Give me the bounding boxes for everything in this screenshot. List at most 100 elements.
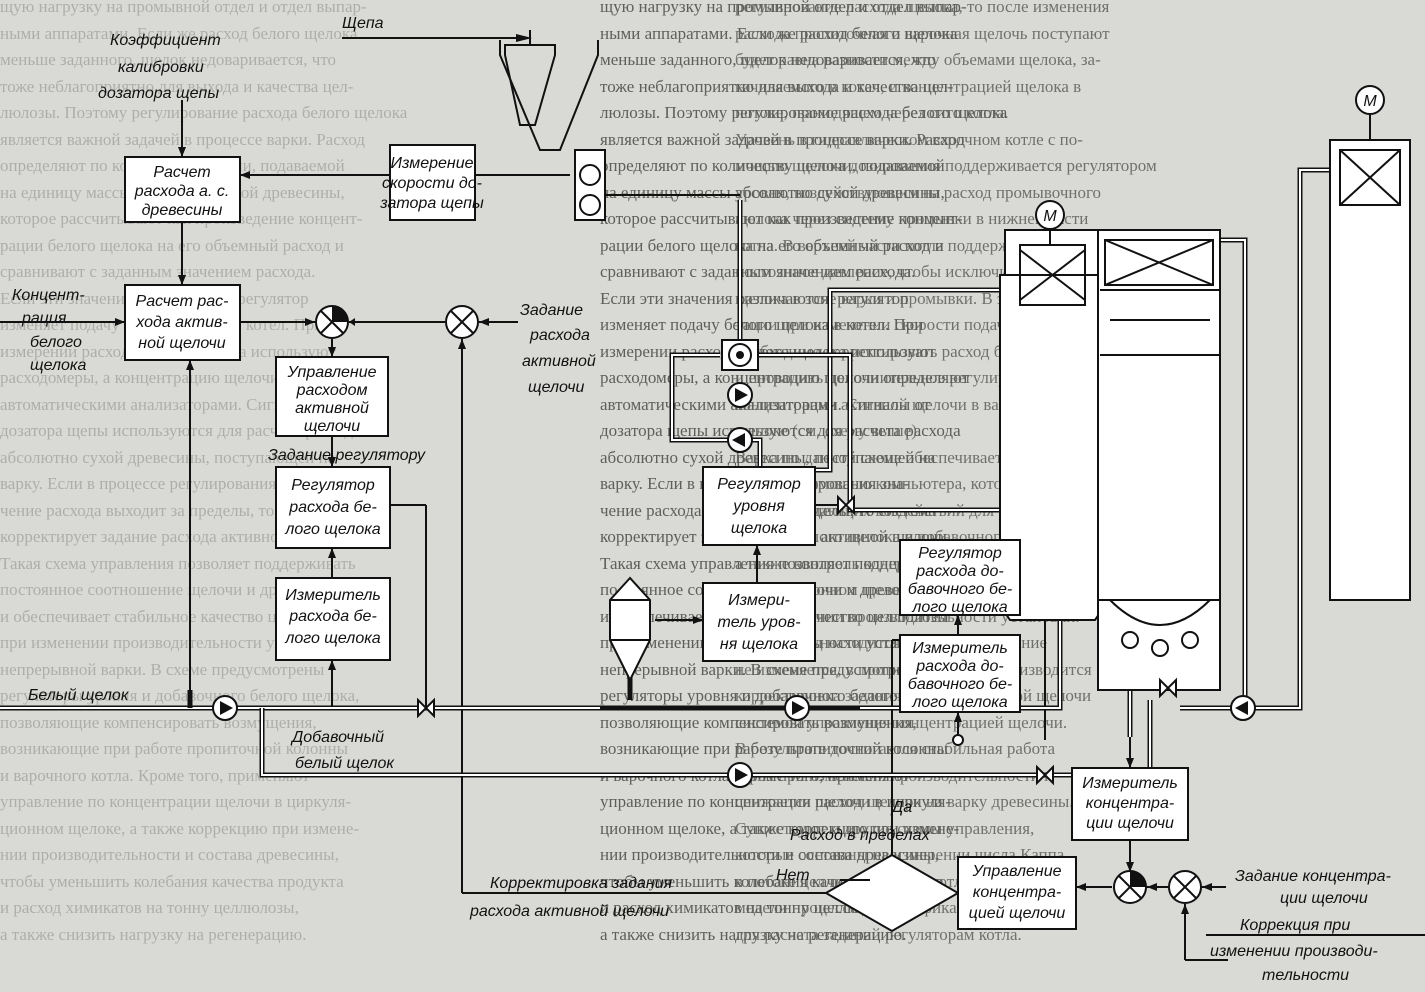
label-wl-conc: Концент- <box>12 287 85 304</box>
block-add-regulator-line: лого щелока <box>911 599 1007 616</box>
block-wl-meter-line: Измеритель <box>285 587 381 604</box>
comparator-icon <box>1168 870 1202 904</box>
background-text-line: тоже неблагоприятно для выхода и качеств… <box>600 76 954 96</box>
block-calc-active-line: ной щелочи <box>138 335 226 352</box>
background-text-line: позволяющие компенсировать возмущения, <box>0 712 317 732</box>
label-production-correction: Коррекция при <box>1240 917 1350 934</box>
block-calc-active-line: Расчет рас- <box>136 293 229 310</box>
label-regulator-setpoint: Задание регулятору <box>268 447 426 464</box>
high-pressure-feeder <box>721 339 759 371</box>
block-add-regulator-line: Регулятор <box>918 545 1002 562</box>
background-text-line: абсолютно сухой древесины, поступающей н… <box>0 447 336 467</box>
summing-junction-icon <box>315 305 349 339</box>
chip-meter-rotor-icon <box>579 164 601 186</box>
background-far-left-column: щую нагрузку на промывной отдел и отдел … <box>0 0 600 948</box>
block-level-regulator-line: уровня <box>732 498 785 515</box>
block-wl-meter-line: лого щелока <box>284 630 380 647</box>
label-wl-conc: щелока <box>30 357 86 374</box>
background-text-line: нии производительности и состава древеси… <box>600 845 939 864</box>
background-text-line: а также снизить нагрузку на регенерацию. <box>0 924 307 944</box>
background-text-line: на единицу массы абсолютно сухой древеси… <box>600 182 945 202</box>
background-text-line: и расход химикатов на тонну целлюлозы, <box>0 898 299 917</box>
block-add-meter: Измеритель расхода до- бавочного бе- лог… <box>899 634 1021 713</box>
label-white-liquor: Белый щелок <box>28 687 130 704</box>
background-text-line: чение расхода выходит за пределы, то сис… <box>0 500 336 520</box>
background-text-line: чтобы уменьшить колебания качества проду… <box>0 871 344 891</box>
block-chip-speed-line: скорости до- <box>382 175 482 192</box>
labels: Щепа Коэффициент калибровки дозатора щеп… <box>12 15 1391 984</box>
block-active-control: Управление расходом активной щелочи <box>275 356 389 437</box>
block-chip-speed-line: затора щепы <box>379 195 484 212</box>
block-conc-control-line: концентра- <box>973 884 1061 901</box>
background-text-line: определяют по количеству щелочи, подавае… <box>600 156 945 175</box>
background-text-line: щелока в зоне варки и промывки. В эксплу… <box>735 288 1059 308</box>
block-add-regulator: Регулятор расхода до- бавочного бе- лого… <box>899 539 1021 616</box>
label-additional-wl: белый щелок <box>295 755 395 772</box>
background-text-line: а также снизить нагрузку на регенерацию. <box>600 924 907 944</box>
block-conc-meter-line: концентра- <box>1086 795 1174 812</box>
background-text-line: возникающие при работе пропиточной колон… <box>600 739 949 758</box>
valve-icon <box>1036 764 1054 786</box>
background-text-line: при изменении производительности установ… <box>0 633 341 652</box>
motor-label: М <box>1043 208 1057 225</box>
block-add-regulator-line: расхода до- <box>915 563 1003 580</box>
background-text-line: рации белого щелока на его объемный расх… <box>0 235 344 255</box>
motor-label: М <box>1363 93 1377 110</box>
background-text-line: управление по концентрации щелочи в цирк… <box>600 792 952 811</box>
background-text-line: ционном щелоке, а также коррекцию при из… <box>0 818 360 838</box>
block-calc-wood-line: древесины <box>142 202 223 219</box>
label-production-correction: изменении производи- <box>1210 943 1378 960</box>
background-text-line: тоже неблагоприятно для выхода и качеств… <box>0 76 354 96</box>
background-text-line: и варочного котла. Кроме того, применяют <box>0 765 310 785</box>
pump-icon <box>212 695 238 721</box>
background-text-line: системой управления концентрацией щелочи… <box>735 712 1068 732</box>
background-text-line: щую нагрузку на промывной отдел и отдел … <box>0 0 367 16</box>
valve-icon <box>837 494 855 516</box>
background-text-line: люлозы. Поэтому регулирование расхода бе… <box>0 103 408 122</box>
background-text-line: является важной задачей в процессе варки… <box>600 129 966 149</box>
background-text-line: позволяющие компенсировать возмущения, <box>600 712 917 732</box>
block-conc-control: Управление концентра- цией щелочи <box>957 856 1077 930</box>
background-text-line: регуляторы уровня и добавочного белого щ… <box>0 686 360 705</box>
background-text-line: варку. Если в процессе регулирования зна… <box>0 474 310 493</box>
block-active-control-line: щелочи <box>304 418 360 435</box>
block-calc-wood-line: расхода а. с. <box>134 183 230 200</box>
background-text-line: рации белого щелока на его объемный расх… <box>600 235 944 255</box>
background-text-line: дозатора щепы используются для расчета р… <box>0 421 361 440</box>
label-chips: Щепа <box>342 15 384 32</box>
block-active-control-line: Управление <box>287 364 377 381</box>
background-text-line: котла. В верхней части котла поддерживае… <box>735 235 1065 255</box>
impregnation-vessel <box>999 200 1106 621</box>
background-text-line: люлозы. Поэтому регулирование расхода бе… <box>600 103 1008 122</box>
label-active-setpoint: активной <box>522 353 596 370</box>
block-level-meter-line: ня щелока <box>720 636 798 653</box>
background-text-line: Уровень в гидравлическом варочном котле … <box>735 129 1083 149</box>
chip-meter-rotor-icon <box>579 194 601 216</box>
block-conc-meter: Измеритель концентра- ции щелочи <box>1071 767 1189 841</box>
background-text-line: нии производительности и состава древеси… <box>0 845 339 864</box>
block-active-control-line: активной <box>295 400 369 417</box>
background-text-line: изменяет подачу белого щелока в котел. П… <box>600 315 924 334</box>
background-text-line: Существуют и другие схемы управления, <box>735 818 1035 838</box>
block-calc-wood: Расчет расхода а. с. древесины <box>124 156 241 223</box>
background-text-line: тации при изменении скорости подачи щепы <box>735 315 1060 334</box>
background-text-line: и расход химикатов на тонну целлюлозы, <box>600 898 899 917</box>
background-text-line: сравнивают с заданным значением расхода. <box>0 262 316 281</box>
background-text-line: Такая схема управления позволяет поддерж… <box>0 553 356 573</box>
label-production-correction: тельности <box>1262 967 1349 984</box>
chip-hopper <box>499 30 740 221</box>
block-chip-speed-line: Измерение <box>391 155 474 172</box>
pump-icon <box>784 695 810 721</box>
background-text-line: меньше заданного, щелок недоваривается, … <box>0 50 337 69</box>
block-level-meter-line: тель уров- <box>717 614 800 631</box>
label-active-setpoint: Задание <box>520 302 583 319</box>
decision-diamond <box>823 853 961 933</box>
label-yes: Да <box>890 799 912 816</box>
label-calib-coef: Коэффициент <box>110 32 221 49</box>
label-active-setpoint: расхода <box>529 327 590 344</box>
background-text-line: концентрации активной щелочи в варочном <box>735 394 1052 414</box>
block-wl-regulator-line: Регулятор <box>291 477 375 494</box>
background-text-line: которое рассчитывают как произведение ко… <box>600 209 963 228</box>
label-no: Нет <box>776 867 810 884</box>
block-conc-meter-line: ции щелочи <box>1086 815 1174 832</box>
